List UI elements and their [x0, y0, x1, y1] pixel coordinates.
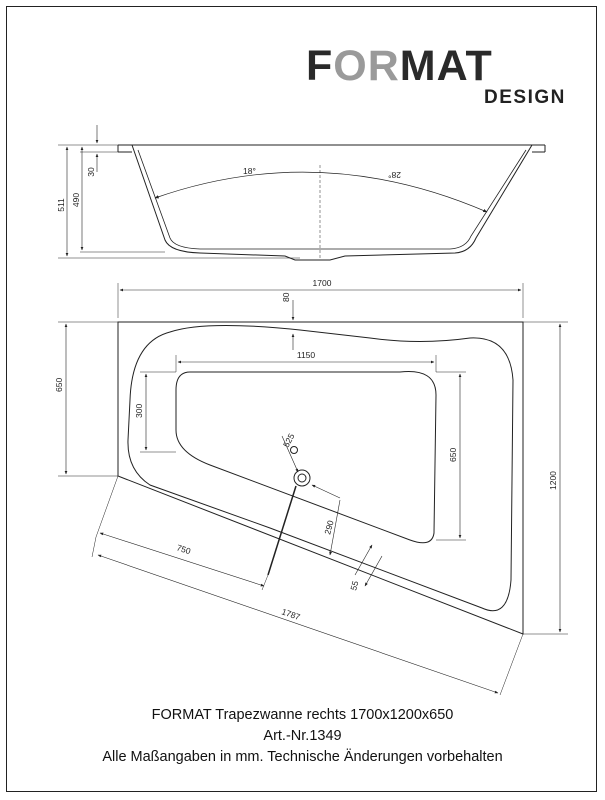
top-view [58, 283, 568, 696]
caption-article: Art.-Nr.1349 [263, 728, 342, 744]
dim-525-line [281, 435, 299, 473]
dim-750-line [99, 532, 265, 587]
dim-55: 55 [348, 580, 360, 592]
dim-290: 290 [322, 519, 335, 536]
dim-80: 80 [281, 292, 291, 302]
side-view [58, 125, 546, 261]
dim-650-right: 650 [448, 448, 458, 462]
dim-angle-left: 18° [243, 166, 256, 176]
overflow [290, 446, 298, 454]
side-tub-inner [137, 149, 527, 250]
side-tub-outline [131, 144, 533, 261]
dim-angle-right: 28° [388, 170, 401, 180]
side-angle-arc [154, 171, 488, 213]
dim-1150: 1150 [297, 350, 316, 360]
top-outer-outline [117, 321, 524, 635]
drain-outer [293, 469, 311, 487]
dim-300: 300 [134, 404, 144, 418]
drawing-frame [6, 6, 597, 792]
top-rim-inner [127, 324, 514, 612]
dim-1200: 1200 [548, 471, 558, 490]
dim-1787-line [97, 554, 499, 694]
dim-30: 30 [86, 167, 96, 177]
dim-1787: 1787 [280, 606, 301, 622]
top-basin [175, 370, 437, 544]
dim-1700: 1700 [313, 278, 332, 288]
drain-leader [267, 485, 297, 576]
format-design-logo: FORMAT DESIGN [306, 42, 566, 108]
logo-brand: FORMAT [306, 42, 493, 90]
dim-650-left: 650 [54, 378, 64, 392]
logo-sub: DESIGN [484, 87, 566, 108]
drain-inner [297, 473, 307, 483]
dim-750: 750 [175, 542, 192, 556]
caption-title: FORMAT Trapezwanne rechts 1700x1200x650 [151, 707, 454, 723]
caption-note: Alle Maßangaben in mm. Technische Änderu… [102, 749, 503, 765]
dim-490: 490 [71, 193, 81, 207]
dim-511: 511 [56, 198, 66, 212]
